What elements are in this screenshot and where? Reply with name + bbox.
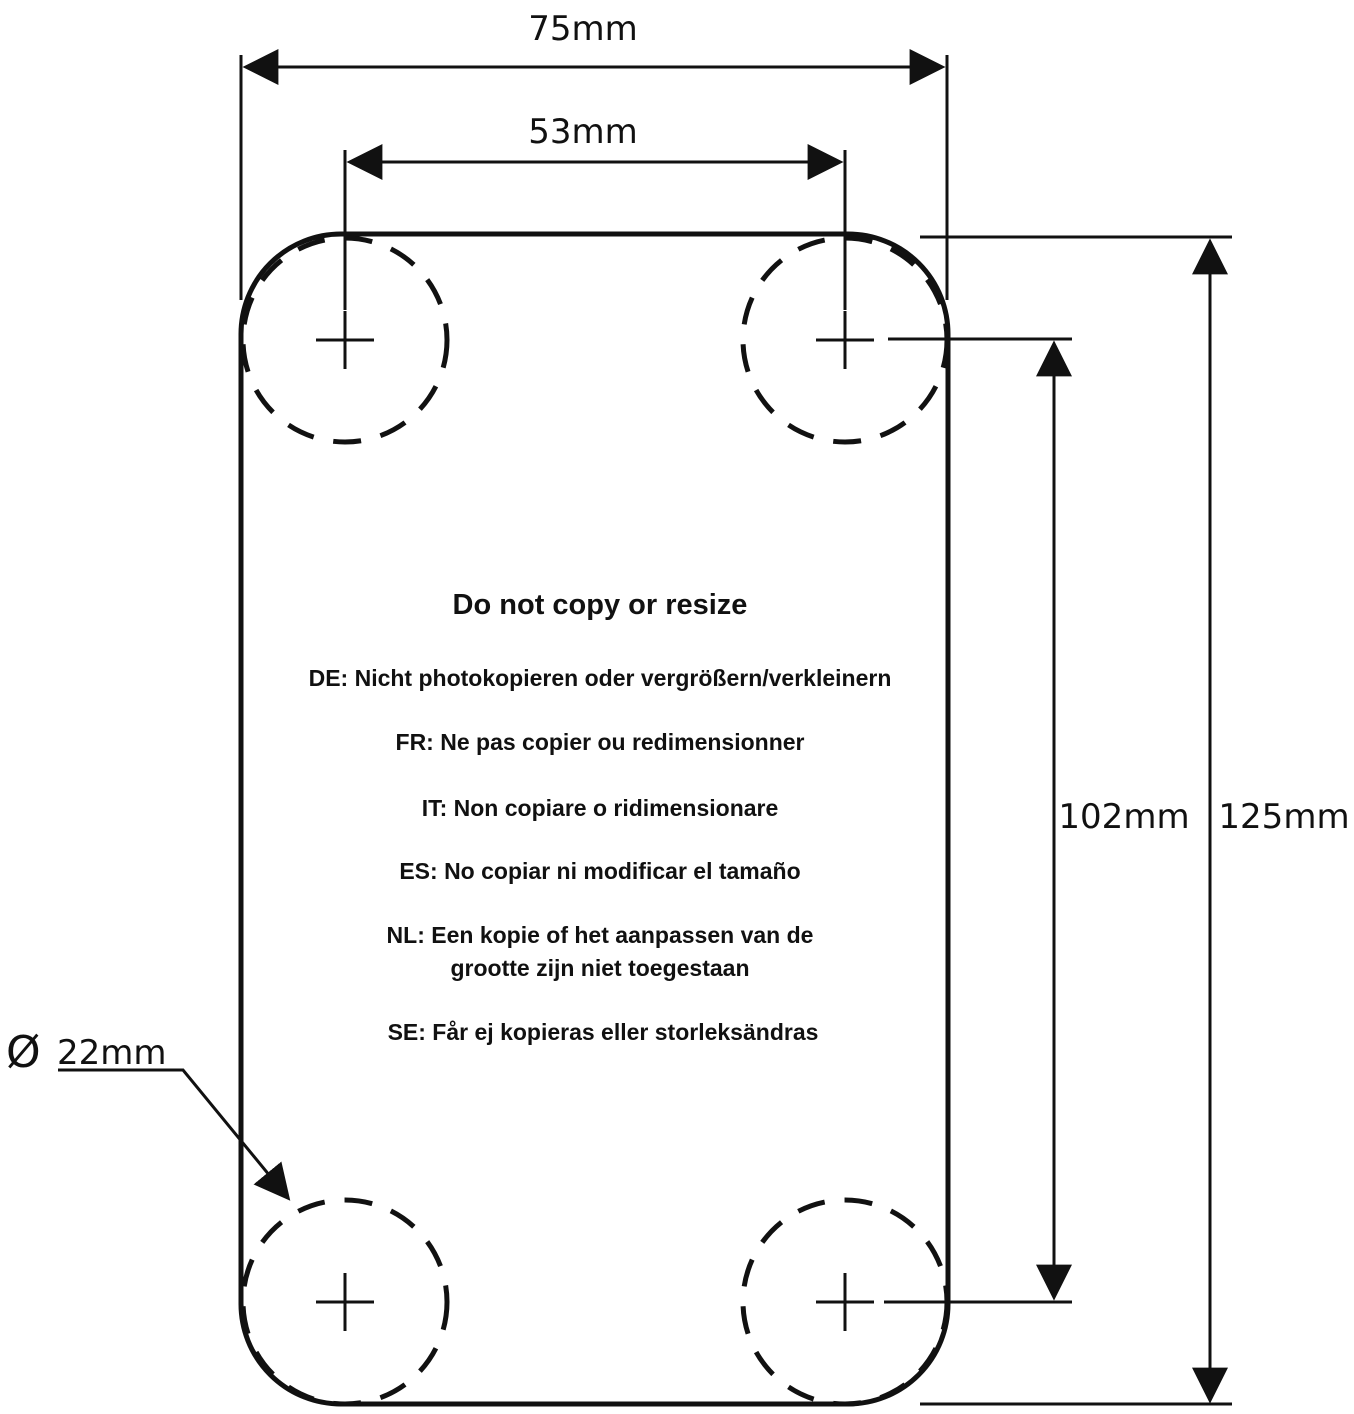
- notice-line-nl-1: NL: Een kopie of het aanpassen van de: [387, 922, 814, 948]
- label-height-outer: 125mm: [1218, 797, 1349, 837]
- notice-line-es: ES: No copiar ni modificar el tamaño: [399, 858, 800, 884]
- diameter-leader-line: [58, 1068, 291, 1201]
- crosshair-top-left: [316, 311, 374, 369]
- notice-line-se: SE: Får ej kopieras eller storleksändras: [388, 1019, 819, 1045]
- label-hole-diameter: 22mm: [57, 1033, 167, 1073]
- notice-title: Do not copy or resize: [453, 589, 748, 621]
- crosshair-bottom-right: [816, 1273, 874, 1331]
- notice-line-it: IT: Non copiare o ridimensionare: [422, 795, 779, 821]
- notice-line-de: DE: Nicht photokopieren oder vergrößern/…: [309, 665, 892, 691]
- crosshair-bottom-left: [316, 1273, 374, 1331]
- label-width-outer: 75mm: [528, 9, 638, 49]
- hole-bottom-left: [240, 1197, 450, 1407]
- label-width-holes: 53mm: [528, 112, 638, 152]
- extension-lines: [239, 55, 1232, 1406]
- plate-outline: [238, 231, 951, 1407]
- diameter-symbol: Ø: [6, 1027, 41, 1078]
- label-height-holes: 102mm: [1058, 797, 1189, 837]
- crosshair-top-right: [816, 311, 874, 369]
- hole-top-left: [240, 235, 450, 445]
- notice-line-nl-2: grootte zijn niet toegestaan: [450, 955, 749, 981]
- notice-line-fr: FR: Ne pas copier ou redimensionner: [396, 729, 805, 755]
